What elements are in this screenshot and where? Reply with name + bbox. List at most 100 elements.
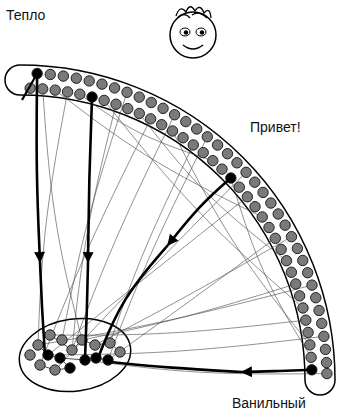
eye bbox=[180, 28, 190, 36]
neuron-dot bbox=[286, 267, 296, 277]
neuron-label: Тепло bbox=[6, 7, 45, 23]
neuron-label: Ванильный bbox=[232, 395, 306, 411]
neuron-dot bbox=[57, 335, 67, 345]
neuron-dot bbox=[286, 231, 296, 241]
thin-link bbox=[231, 178, 311, 357]
neuron-dot bbox=[306, 352, 316, 362]
head-outline bbox=[170, 12, 216, 58]
neuron-dot bbox=[291, 279, 301, 289]
thick-line bbox=[98, 245, 168, 358]
neuron-dot bbox=[134, 92, 144, 102]
neuron-dot bbox=[298, 303, 308, 313]
label-holder: Тепло bbox=[6, 6, 45, 24]
neuron-dot bbox=[167, 126, 177, 136]
neuron-dot bbox=[319, 331, 329, 341]
neuron-dot bbox=[134, 108, 144, 118]
face bbox=[170, 7, 216, 58]
neuron-dot bbox=[266, 198, 276, 208]
neuron-dot bbox=[181, 116, 191, 126]
neuron-dot bbox=[301, 315, 311, 325]
thin-link bbox=[40, 119, 151, 365]
thick-line bbox=[110, 362, 242, 372]
neuron-dot bbox=[241, 167, 251, 177]
thin-link bbox=[50, 320, 306, 335]
neuron-dot bbox=[264, 222, 274, 232]
neuron-dot bbox=[298, 255, 308, 265]
neuron-dot bbox=[146, 97, 156, 107]
neuron-dot bbox=[242, 192, 252, 202]
neuron-dot bbox=[217, 164, 227, 174]
thin-link bbox=[95, 237, 291, 345]
thin-link bbox=[62, 92, 127, 340]
thin-link bbox=[43, 89, 82, 340]
neuron-dot bbox=[67, 345, 77, 355]
neuron-dot bbox=[35, 360, 45, 370]
neuron-dot bbox=[55, 353, 65, 363]
neuron-dot bbox=[307, 280, 317, 290]
neuron-dot bbox=[258, 187, 268, 197]
neuron-dot bbox=[192, 124, 202, 134]
neuron-dot bbox=[202, 132, 212, 142]
neuron-dot bbox=[303, 327, 313, 337]
neuron-dot bbox=[84, 76, 94, 86]
thin-connections bbox=[38, 89, 327, 374]
neuron-dot bbox=[158, 103, 168, 113]
neuron-dot bbox=[90, 340, 100, 350]
neuron-dot bbox=[109, 83, 119, 93]
thin-link bbox=[55, 172, 246, 370]
neuron-label: Привет! bbox=[250, 119, 301, 135]
thick-arrow bbox=[242, 370, 312, 372]
neuron-dot bbox=[111, 99, 121, 109]
thin-link bbox=[48, 336, 324, 355]
neuron-dot bbox=[71, 73, 81, 83]
neuron-dot bbox=[257, 212, 267, 222]
neuron-dot bbox=[103, 355, 113, 365]
neuron-dot bbox=[322, 368, 332, 378]
thin-link bbox=[110, 145, 193, 343]
neuron-dot bbox=[321, 357, 331, 367]
neuron-dot bbox=[188, 140, 198, 150]
thin-link bbox=[139, 113, 286, 260]
neuron-dot bbox=[198, 147, 208, 157]
neuron-dot bbox=[281, 256, 291, 266]
neuron-dot bbox=[276, 244, 286, 254]
neuron-dot bbox=[115, 347, 125, 357]
neuron-dot bbox=[33, 340, 43, 350]
neuron-dots bbox=[25, 68, 332, 378]
neuron-dot bbox=[45, 330, 55, 340]
pupil bbox=[184, 30, 188, 34]
neuron-dot bbox=[232, 158, 242, 168]
neuron-dot bbox=[45, 69, 55, 79]
neuron-dot bbox=[123, 103, 133, 113]
neuron-dot bbox=[311, 293, 321, 303]
thick-line bbox=[40, 262, 45, 355]
thin-link bbox=[108, 238, 275, 360]
neuron-dot bbox=[234, 182, 244, 192]
neuron-band bbox=[5, 65, 335, 395]
neuron-dot bbox=[273, 209, 283, 219]
neuron-dot bbox=[25, 350, 35, 360]
thick-arrow bbox=[168, 178, 231, 245]
neuron-dot bbox=[169, 110, 179, 120]
label-holder: Привет! bbox=[250, 118, 301, 136]
thick-line bbox=[22, 73, 37, 100]
neuron-dot bbox=[317, 318, 327, 328]
neuron-dot bbox=[37, 84, 47, 94]
neuron-dot bbox=[65, 363, 75, 373]
neuron-dot bbox=[75, 89, 85, 99]
label-holder: Ванильный bbox=[232, 394, 306, 412]
thin-link bbox=[104, 100, 303, 308]
thick-arrow bbox=[88, 97, 92, 262]
neuron-dot bbox=[99, 95, 109, 105]
neuron-dot bbox=[305, 340, 315, 350]
thin-link bbox=[80, 94, 213, 160]
neuron-dot bbox=[280, 220, 290, 230]
thick-arrow bbox=[37, 73, 40, 262]
neuron-dot bbox=[62, 87, 72, 97]
neuron-dot bbox=[294, 291, 304, 301]
neuron-dot bbox=[222, 149, 232, 159]
neuron-dot bbox=[250, 177, 260, 187]
neuron-dot bbox=[212, 140, 222, 150]
